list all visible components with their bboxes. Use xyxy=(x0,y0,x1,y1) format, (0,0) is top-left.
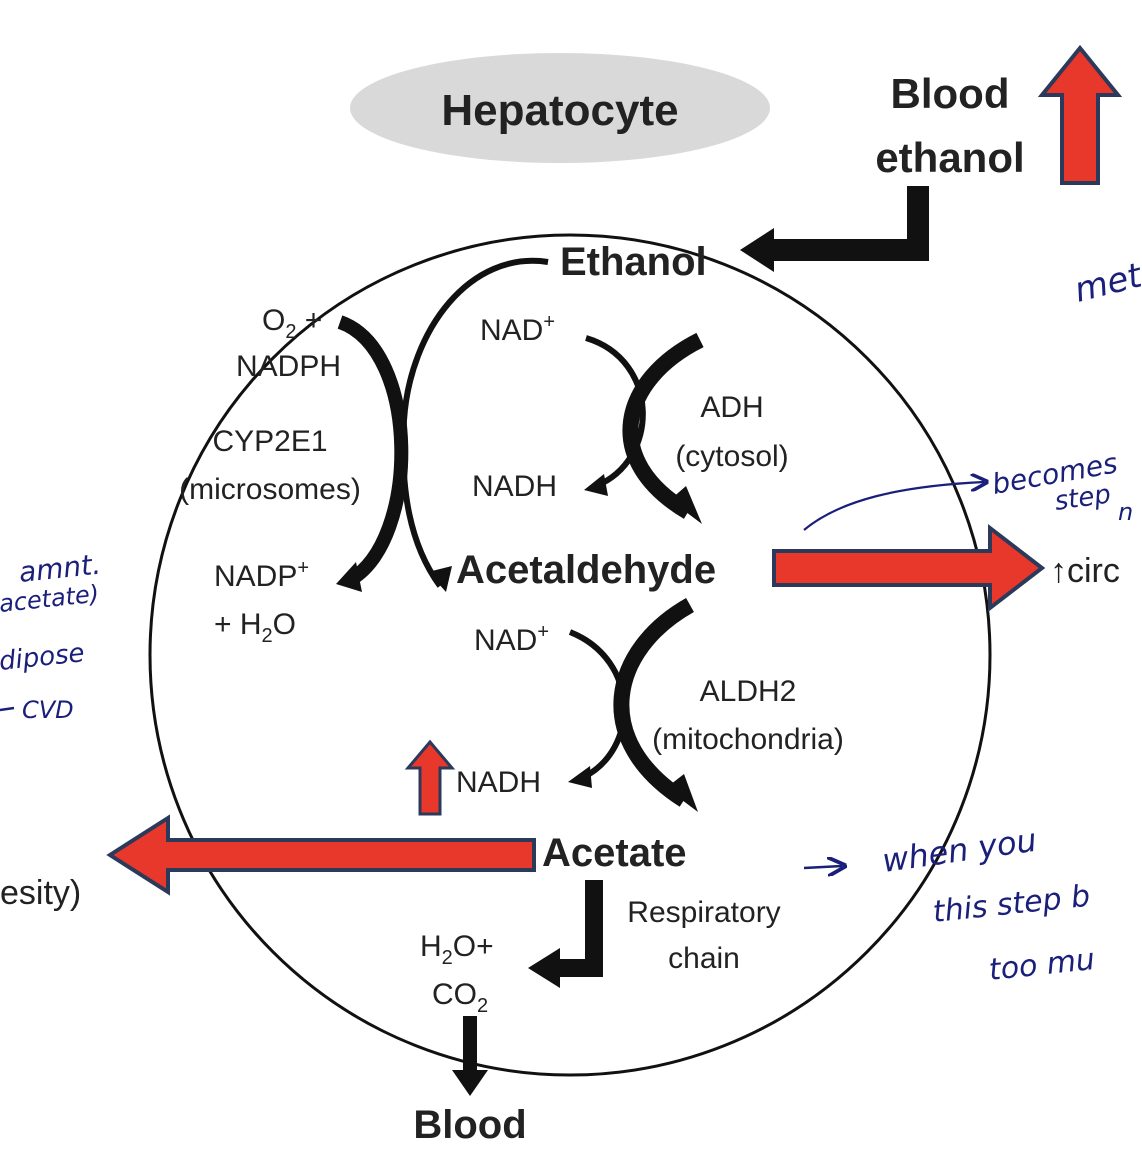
water-co2-line2: CO2 xyxy=(432,978,488,1017)
adh-enzyme: ADH xyxy=(700,391,763,424)
aldh-cofactor-in: NAD+ xyxy=(474,621,549,657)
cell-circle xyxy=(148,233,992,1077)
aldh-main-arrowhead xyxy=(666,774,698,812)
acetate-to-water-arrow xyxy=(556,880,603,977)
handwritten-bottom-note-line2: this step b xyxy=(931,879,1092,930)
blood-ethanol-label-line1: Blood xyxy=(891,70,1010,117)
hepatocyte-oval xyxy=(350,53,770,163)
adh-main-curve xyxy=(622,332,704,519)
cyp-out-line2: + H2O xyxy=(214,608,296,647)
cyp-main-arrowhead xyxy=(428,566,452,592)
adh-cofactor-in: NAD+ xyxy=(480,311,555,347)
handwritten-bottom-note-line3: too mu xyxy=(987,942,1096,988)
respiratory-line2: chain xyxy=(668,942,740,975)
cyp-cofactor-arrowhead xyxy=(336,562,362,592)
cyp-out-line1: NADP+ xyxy=(214,557,309,593)
acetate-label: Acetate xyxy=(542,831,687,875)
handwritten-bottom-note-line1: when you xyxy=(880,821,1039,880)
cyp-enzyme: CYP2E1 xyxy=(212,425,327,458)
hepatocyte-title: Hepatocyte xyxy=(441,86,678,135)
handwritten-left-note-line2: acetate) xyxy=(0,580,100,618)
adh-cofactor-arrowhead xyxy=(584,474,608,496)
aldh-cofactor-out: NADH xyxy=(456,766,541,799)
cyp-in-line2: NADPH xyxy=(236,350,341,383)
blood-ethanol-up-arrow xyxy=(1037,44,1123,185)
circulation-label: ↑circ xyxy=(1050,552,1120,590)
aldh-cofactor-arrowhead xyxy=(568,766,592,788)
blood-to-ethanol-arrowhead xyxy=(740,228,774,272)
adh-location: (cytosol) xyxy=(675,440,788,473)
blood-ethanol-label-line2: ethanol xyxy=(875,134,1024,181)
aldh-location: (mitochondria) xyxy=(652,723,844,756)
cyp-in-line1: O2 + xyxy=(262,304,322,343)
acetate-left-arrow xyxy=(106,814,536,896)
handwritten-left-arrow xyxy=(0,706,15,712)
handwritten-top-right: met xyxy=(1071,255,1142,311)
aldh-cofactor-arc xyxy=(568,629,627,781)
handwritten-acetaldehyde-note-line3: n xyxy=(1118,498,1133,526)
water-co2-line1: H2O+ xyxy=(420,930,494,969)
aldh-main-curve xyxy=(613,598,694,807)
co2-to-blood-arrowhead xyxy=(452,1070,488,1096)
nadh-up-arrow xyxy=(404,739,456,816)
adh-cofactor-arc xyxy=(585,335,646,489)
cyp-main-curve xyxy=(400,257,549,588)
obesity-label: esity) xyxy=(0,874,81,912)
cyp-cofactor-arc xyxy=(337,315,409,587)
handwritten-arrow-acetate xyxy=(803,866,842,868)
blood-to-ethanol-arrow xyxy=(770,186,929,261)
handwritten-left-note-line4: CVD xyxy=(22,696,74,724)
handwritten-arrow-acetaldehyde xyxy=(803,482,984,531)
blood-label: Blood xyxy=(413,1103,526,1147)
acetaldehyde-right-arrow xyxy=(772,523,1046,613)
respiratory-line1: Respiratory xyxy=(627,896,780,929)
adh-main-arrowhead xyxy=(670,486,702,524)
acetaldehyde-label: Acetaldehyde xyxy=(456,548,716,592)
cyp-location: (microsomes) xyxy=(179,473,361,506)
ethanol-label: Ethanol xyxy=(560,240,707,284)
adh-cofactor-out: NADH xyxy=(472,470,557,503)
acetate-to-water-arrowhead xyxy=(528,948,560,988)
handwritten-left-note-line3: dipose xyxy=(0,638,86,677)
handwritten-acetaldehyde-note-line2: step xyxy=(1053,479,1113,517)
aldh-enzyme: ALDH2 xyxy=(700,675,797,708)
